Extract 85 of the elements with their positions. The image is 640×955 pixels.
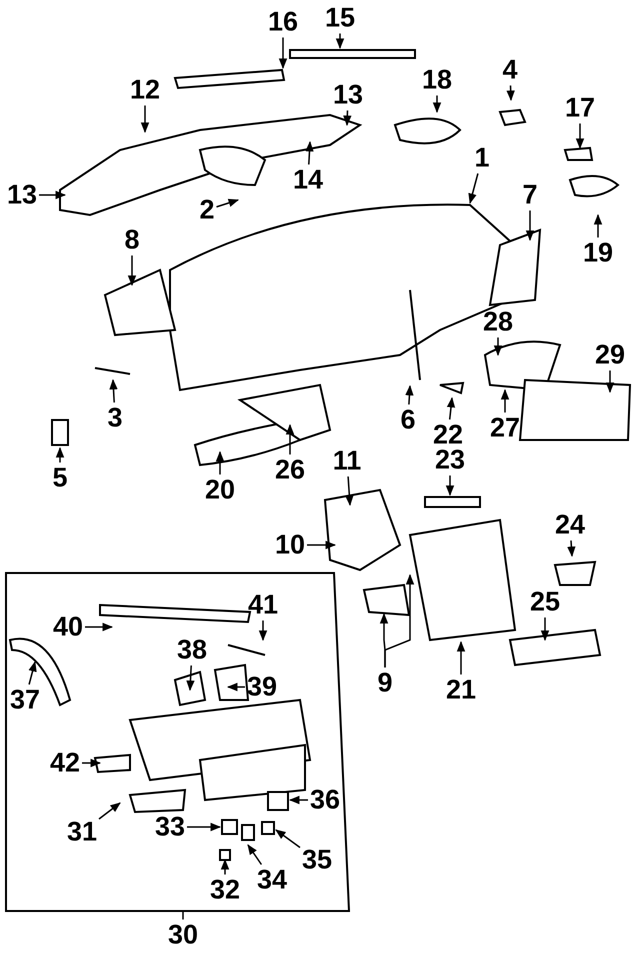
leader-line	[446, 476, 454, 496]
leader-line	[56, 446, 64, 462]
callout-number: 28	[482, 308, 514, 336]
leader-line	[446, 396, 456, 420]
leader-line	[216, 198, 239, 208]
callout-number: 22	[432, 422, 464, 448]
callout-number: 15	[324, 4, 356, 32]
callout-number: 6	[400, 406, 416, 434]
callout-number: 29	[594, 342, 626, 368]
callout-number: 23	[434, 446, 466, 474]
callout-number: 26	[274, 456, 306, 484]
callout-number: 4	[502, 56, 518, 84]
leader-line	[109, 378, 118, 403]
callout-number: 32	[210, 876, 240, 904]
leader-line	[456, 640, 466, 674]
callout-number: 27	[490, 414, 520, 442]
leader-line	[500, 388, 510, 412]
leader-line	[216, 450, 224, 474]
leader-line	[384, 574, 414, 668]
callout-number: 14	[292, 166, 324, 194]
callout-number: 40	[52, 614, 84, 640]
leader-line	[606, 370, 614, 394]
callout-number: 8	[124, 226, 140, 254]
callout-number: 1	[474, 144, 490, 172]
leader-line	[594, 214, 602, 238]
leader-line	[128, 256, 136, 286]
callout-number: 24	[554, 512, 586, 538]
leader-line	[85, 622, 114, 632]
leader-line	[305, 140, 314, 165]
leader-line	[140, 106, 150, 134]
leader-line	[576, 124, 584, 150]
callout-number: 36	[310, 786, 340, 814]
callout-number: 20	[204, 476, 236, 504]
callout-number: 34	[256, 866, 288, 894]
callout-number: 19	[582, 240, 614, 266]
callout-number: 2	[199, 196, 215, 224]
callout-number: 35	[302, 846, 332, 874]
callout-number: 9	[377, 670, 393, 696]
callout-number: 33	[154, 814, 186, 840]
leader-line	[540, 618, 550, 642]
leader-line	[343, 110, 352, 126]
leader-line	[187, 822, 222, 832]
callout-number: 42	[50, 750, 80, 776]
leader-line	[82, 758, 102, 768]
callout-number: 21	[446, 676, 476, 704]
leader-line	[98, 802, 121, 820]
leader-line	[307, 540, 336, 550]
leader-line	[405, 384, 414, 405]
leader-line	[186, 665, 195, 692]
leader-line	[288, 796, 308, 804]
callout-number: 39	[246, 674, 278, 700]
leader-line	[182, 912, 184, 920]
leader-line	[275, 829, 300, 848]
leader-line	[226, 682, 245, 692]
leader-line	[278, 38, 288, 70]
leader-line	[506, 85, 515, 102]
leader-line	[247, 844, 262, 865]
callout-number: 11	[332, 448, 362, 474]
leader-line	[526, 210, 534, 242]
callout-number: 3	[107, 404, 123, 432]
leader-line	[468, 173, 479, 204]
leader-line	[286, 424, 294, 454]
callout-number: 41	[248, 592, 278, 618]
callout-number: 5	[52, 464, 68, 492]
leader-line	[494, 338, 502, 356]
leader-line	[28, 660, 37, 685]
leader-line	[567, 540, 576, 558]
callout-number: 13	[332, 82, 364, 108]
callout-number: 30	[168, 922, 198, 948]
callout-number: 38	[176, 636, 208, 664]
callout-number: 37	[10, 686, 40, 714]
callout-number: 31	[66, 818, 98, 846]
leader-line	[220, 858, 230, 874]
callout-number: 18	[422, 66, 452, 94]
callout-number: 17	[564, 94, 596, 122]
callout-number: 10	[274, 532, 306, 558]
callout-number: 25	[530, 588, 560, 616]
callout-number: 12	[130, 76, 160, 104]
leader-line	[336, 34, 344, 50]
leader-line	[345, 476, 354, 506]
leader-line	[432, 96, 442, 114]
callout-number: 13	[6, 182, 38, 208]
callout-number: 7	[522, 182, 538, 208]
callout-number: 16	[268, 8, 298, 36]
leader-line	[258, 620, 268, 642]
